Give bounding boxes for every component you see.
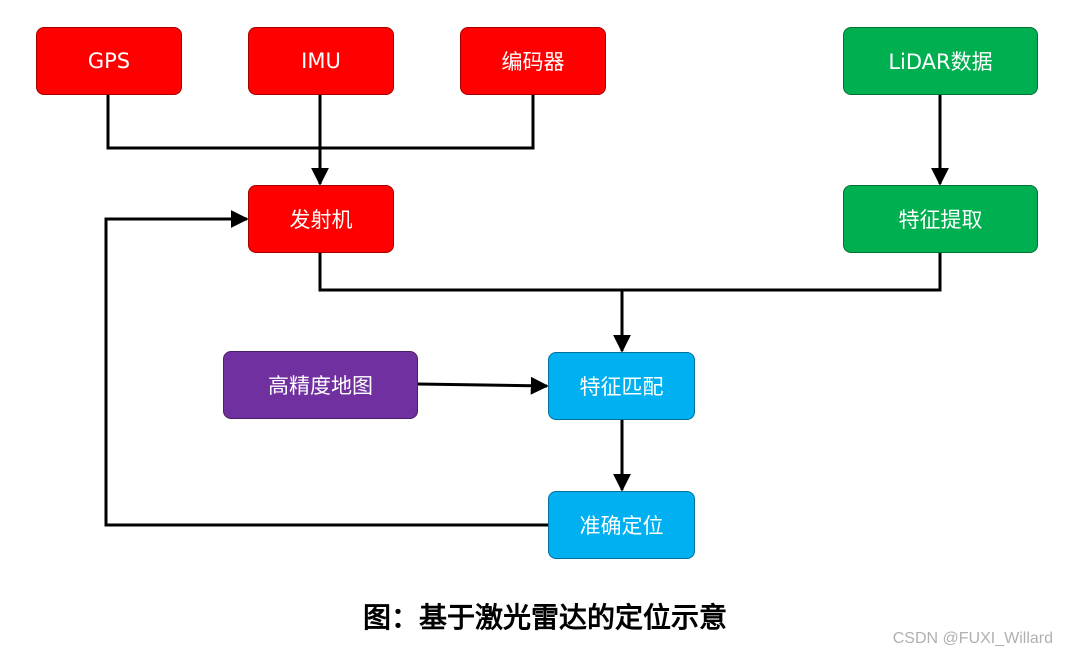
figure-caption: 图：基于激光雷达的定位示意 — [362, 601, 727, 634]
transmitter-label: 发射机 — [289, 208, 353, 232]
merge-connector — [318, 253, 942, 292]
transmitter-node: 发射机 — [248, 185, 394, 253]
hd-map-label: 高精度地图 — [268, 374, 373, 398]
localization-node: 准确定位 — [548, 491, 695, 559]
feature-match-node: 特征匹配 — [548, 352, 695, 420]
feature-match-label: 特征匹配 — [579, 375, 664, 399]
gps-node: GPS — [36, 27, 182, 95]
feature-extract-node: 特征提取 — [843, 185, 1038, 253]
encoder-label: 编码器 — [501, 50, 565, 74]
hd-map-node: 高精度地图 — [223, 351, 418, 419]
watermark: CSDN @FUXI_Willard — [892, 630, 1053, 647]
localization-label: 准确定位 — [579, 514, 664, 538]
feature-extract-label: 特征提取 — [898, 208, 983, 232]
gps-label: GPS — [87, 49, 131, 73]
lidar-node: LiDAR数据 — [843, 27, 1038, 95]
imu-node: IMU — [248, 27, 394, 95]
map-to-match-arrow — [416, 376, 549, 395]
imu-label: IMU — [301, 49, 341, 73]
encoder-node: 编码器 — [460, 27, 606, 95]
lidar-label: LiDAR数据 — [888, 50, 993, 74]
feedback-loop-arrow — [104, 210, 548, 527]
